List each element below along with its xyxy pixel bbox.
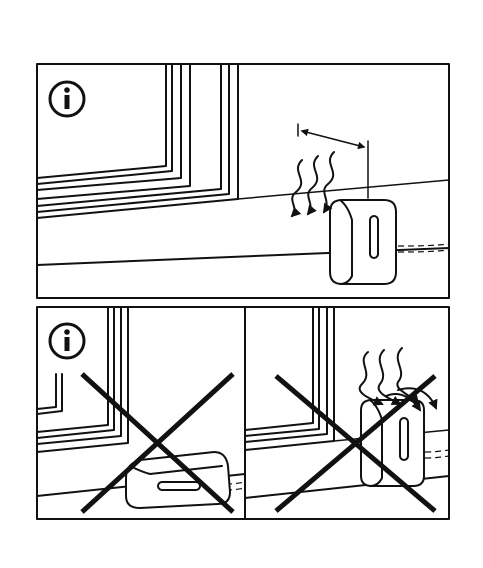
- cable: [425, 450, 449, 452]
- wall-line: [238, 180, 449, 199]
- window-frame: [37, 64, 238, 218]
- device-slot: [158, 482, 200, 490]
- panel-correct-placement: [37, 64, 449, 298]
- window-frame: [245, 307, 334, 450]
- panel-incorrect-front-of-window: [37, 307, 245, 519]
- distance-arrow: [298, 124, 368, 198]
- window-frame: [37, 307, 128, 452]
- device: [330, 200, 396, 284]
- info-icon: [50, 324, 84, 358]
- heat-waves: [292, 152, 334, 216]
- cable: [398, 244, 449, 246]
- panel-incorrect-under-heat-flow: [245, 307, 449, 519]
- device-slot: [400, 418, 408, 460]
- device-slot: [370, 216, 378, 258]
- info-icon: [50, 82, 84, 116]
